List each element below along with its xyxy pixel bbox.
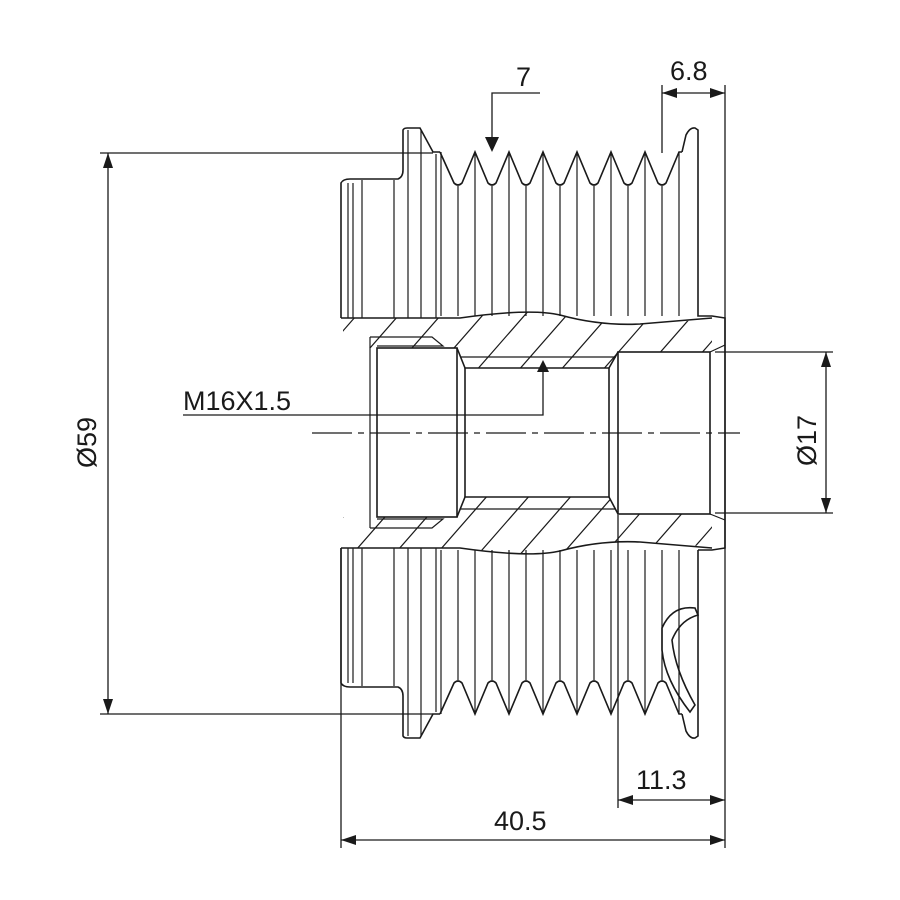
dimension-overall-length: 40.5 (340, 548, 725, 848)
groove-count-label: 7 (516, 62, 531, 92)
section-hatch-line (635, 312, 707, 368)
section-hatch-line (677, 312, 712, 368)
section-hatch-line (720, 486, 790, 566)
bore-section (312, 300, 790, 566)
dimension-bore-diameter: Ø17 (715, 351, 833, 514)
outer-diameter-label: Ø59 (72, 417, 102, 468)
dimension-bore-depth: 11.3 (617, 515, 725, 808)
pulley-lower-half (340, 548, 700, 739)
section-hatch-line (635, 497, 707, 554)
thread-label: M16X1.5 (183, 386, 291, 416)
section-hatch-line (509, 497, 581, 554)
section-hatch-line (677, 497, 712, 554)
dimension-thread: M16X1.5 (183, 360, 549, 416)
overall-length-label: 40.5 (494, 806, 547, 836)
pulley-upper-half (340, 127, 726, 551)
section-hatch-line (343, 312, 371, 368)
section-hatch-line (467, 312, 539, 368)
clutch-clip (661, 606, 700, 714)
section-hatch-line (343, 497, 371, 554)
dimension-flange-width: 6.8 (661, 56, 726, 848)
bore-diameter-label: Ø17 (792, 415, 822, 466)
bore-depth-label: 11.3 (636, 765, 687, 795)
section-hatch-line (720, 300, 790, 380)
dimension-groove-count: 7 (485, 62, 540, 152)
flange-width-label: 6.8 (670, 56, 708, 86)
section-hatch-line (593, 497, 665, 554)
dimension-outer-diameter: Ø59 (72, 152, 433, 715)
